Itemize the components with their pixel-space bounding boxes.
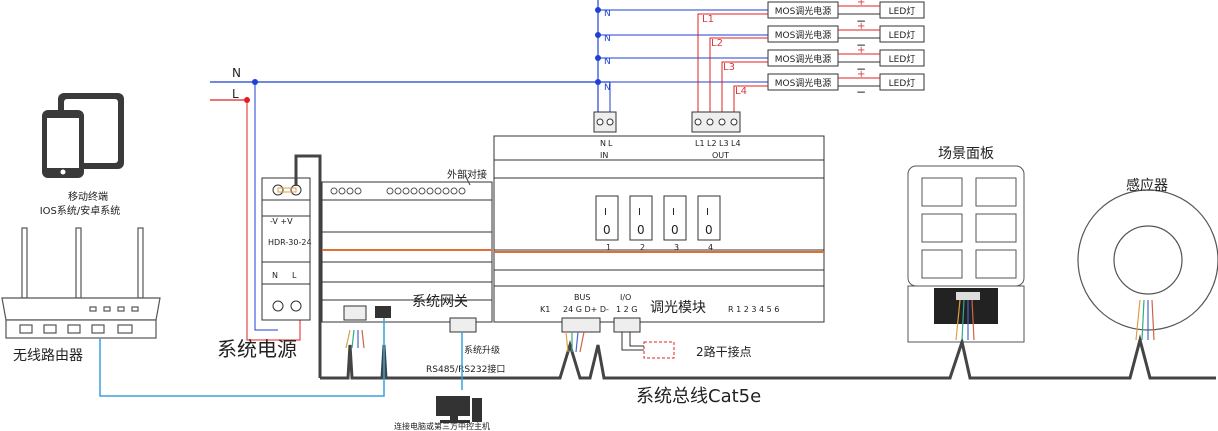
channel-1-label: 1 [606,243,611,252]
sensor-icon [1077,189,1218,331]
switch-2-top: I [638,207,641,218]
mos-driver-group: MOS调光电源 LED灯 + − L1 MOS调光电源 LED灯 + − L2 … [697,0,925,116]
led-label: LED灯 [889,78,916,89]
n-tap-label-1: N [604,9,611,19]
out-l4-label: L4 [731,139,741,148]
mos-driver-4: MOS调光电源 LED灯 + − L4 [735,69,925,99]
mos-driver-label: MOS调光电源 [775,53,832,65]
channel-label-l2: L2 [711,38,723,49]
gateway-upgrade-label: 系统升级 [464,344,500,356]
relay-labels: R 1 2 3 4 5 6 [728,305,779,314]
minus-sign: − [856,14,866,28]
minus-sign: − [856,38,866,52]
router-label: 无线路由器 [13,348,83,364]
in-l-label: L [608,139,613,148]
channel-label-l4: L4 [735,86,747,97]
psu-n-label: N [272,271,278,280]
gateway-rs-label: RS485/RS232接口 [426,363,505,375]
computer-label: 连接电脑或第三方中控主机 [394,421,490,431]
scene-panel [907,165,1025,343]
psu-l-label: L [292,271,297,280]
out-l2-label: L2 [707,139,717,148]
mos-driver-2: MOS调光电源 LED灯 + − L2 [711,21,925,52]
channel-label-l1: L1 [702,14,714,25]
channel-3-label: 3 [674,243,679,252]
neutral-line-label: N [232,66,241,80]
out-label: OUT [712,151,729,160]
led-label: LED灯 [889,54,916,65]
data-cables [99,318,463,397]
plus-sign: + [857,69,865,80]
gateway-label: 系统网关 [412,294,468,310]
psu-terminals-label: -V +V [270,217,293,226]
switch-2-bottom: 0 [637,223,645,237]
minus-sign: − [856,85,866,99]
plus-sign: + [857,21,865,32]
mos-driver-3: MOS调光电源 LED灯 + − L3 [723,45,925,76]
out-l1-label: L1 [695,139,705,148]
n-tap-label-2: N [604,34,611,44]
mobile-terminal-icon [42,93,124,178]
switch-4-top: I [706,207,709,218]
switch-1-bottom: 0 [603,223,611,237]
minus-sign: − [856,62,866,76]
bus-label: BUS [574,293,590,302]
n-tap-label-3: N [604,57,611,67]
dimmer-module-label: 调光模块 [650,300,706,316]
dry-contact-label: 2路干接点 [696,344,752,359]
channel-label-l3: L3 [723,62,735,73]
power-supply-label: 系统电源 [217,337,297,361]
channel-2-label: 2 [640,243,645,252]
switch-3-top: I [672,207,675,218]
computer-icon [436,396,482,423]
bus-cable [320,334,1216,380]
io-label: I/O [620,293,631,302]
out-l3-label: L3 [719,139,729,148]
plus-sign: + [857,45,865,56]
in-n-label: N [600,139,606,148]
k1-label: K1 [540,305,550,314]
system-gateway [321,174,493,333]
dimmer-module [493,111,825,359]
mos-driver-1: MOS调光电源 LED灯 + − L1 [702,0,925,28]
mobile-terminal-label: 移动终端 [68,190,108,203]
led-label: LED灯 [889,30,916,41]
channel-4-label: 4 [708,243,713,252]
mos-driver-label: MOS调光电源 [775,29,832,41]
bus-wire-fans [345,299,1155,353]
scene-panel-label: 场景面板 [938,146,994,162]
bus-terminals-label: 24 G D+ D- [563,305,609,314]
led-label: LED灯 [889,6,916,17]
mains-lines: N L N N N N [210,0,768,341]
switch-3-bottom: 0 [671,223,679,237]
psu-model-label: HDR-30-24 [268,238,312,247]
switch-4-bottom: 0 [705,223,713,237]
in-label: IN [600,151,608,160]
switch-1-top: I [604,207,607,218]
io-terminals-label: 1 2 G [616,305,637,314]
live-line-label: L [232,87,239,101]
external-connection-label: 外部对接 [447,168,487,181]
n-tap-label-4: N [604,83,611,93]
mobile-os-label: IOS系统/安卓系统 [40,204,121,217]
mos-driver-label: MOS调光电源 [775,77,832,89]
mos-driver-label: MOS调光电源 [775,5,832,17]
power-supply: -V +V HDR-30-24 N L [261,154,322,378]
sensor-label: 感应器 [1126,177,1168,194]
plus-sign: + [857,0,865,8]
router-icon [1,227,161,339]
bus-label-cat5e: 系统总线Cat5e [636,386,761,407]
